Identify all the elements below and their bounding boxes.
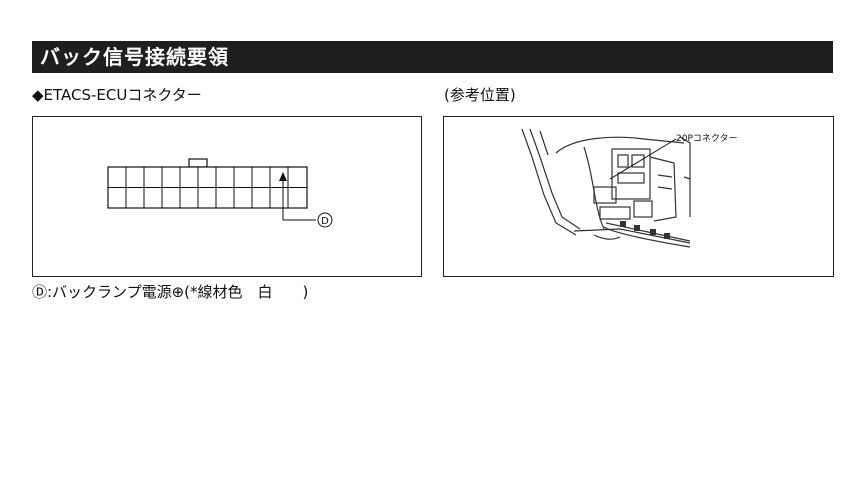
location-photo-panel: 20Pコネクター bbox=[443, 116, 834, 277]
pin-marker-circle bbox=[317, 212, 333, 228]
dashboard-lineart bbox=[521, 128, 691, 248]
connector-top-row bbox=[125, 167, 289, 188]
connector-callout-label: 20Pコネクター bbox=[676, 133, 738, 144]
connector-diagram: D bbox=[107, 158, 333, 228]
connector-heading: ◆ETACS-ECUコネクター bbox=[32, 86, 202, 104]
title-bar: バック信号接続要領 bbox=[32, 41, 833, 73]
wire-note: Ⓓ:バックランプ電源⊕(*線材色 白 ) bbox=[32, 283, 309, 301]
connector-diagram-panel: D bbox=[32, 116, 422, 277]
pin-indicator-arrow bbox=[279, 172, 316, 221]
pin-marker-label: D bbox=[321, 216, 329, 227]
connector-bottom-row bbox=[125, 187, 289, 208]
connector-latch bbox=[188, 158, 208, 168]
harness-details bbox=[620, 221, 670, 239]
page-title: バック信号接続要領 bbox=[40, 45, 229, 69]
location-heading: (参考位置) bbox=[444, 86, 516, 104]
callout-leader bbox=[609, 138, 677, 180]
location-illustration: 20Pコネクター bbox=[521, 128, 738, 248]
